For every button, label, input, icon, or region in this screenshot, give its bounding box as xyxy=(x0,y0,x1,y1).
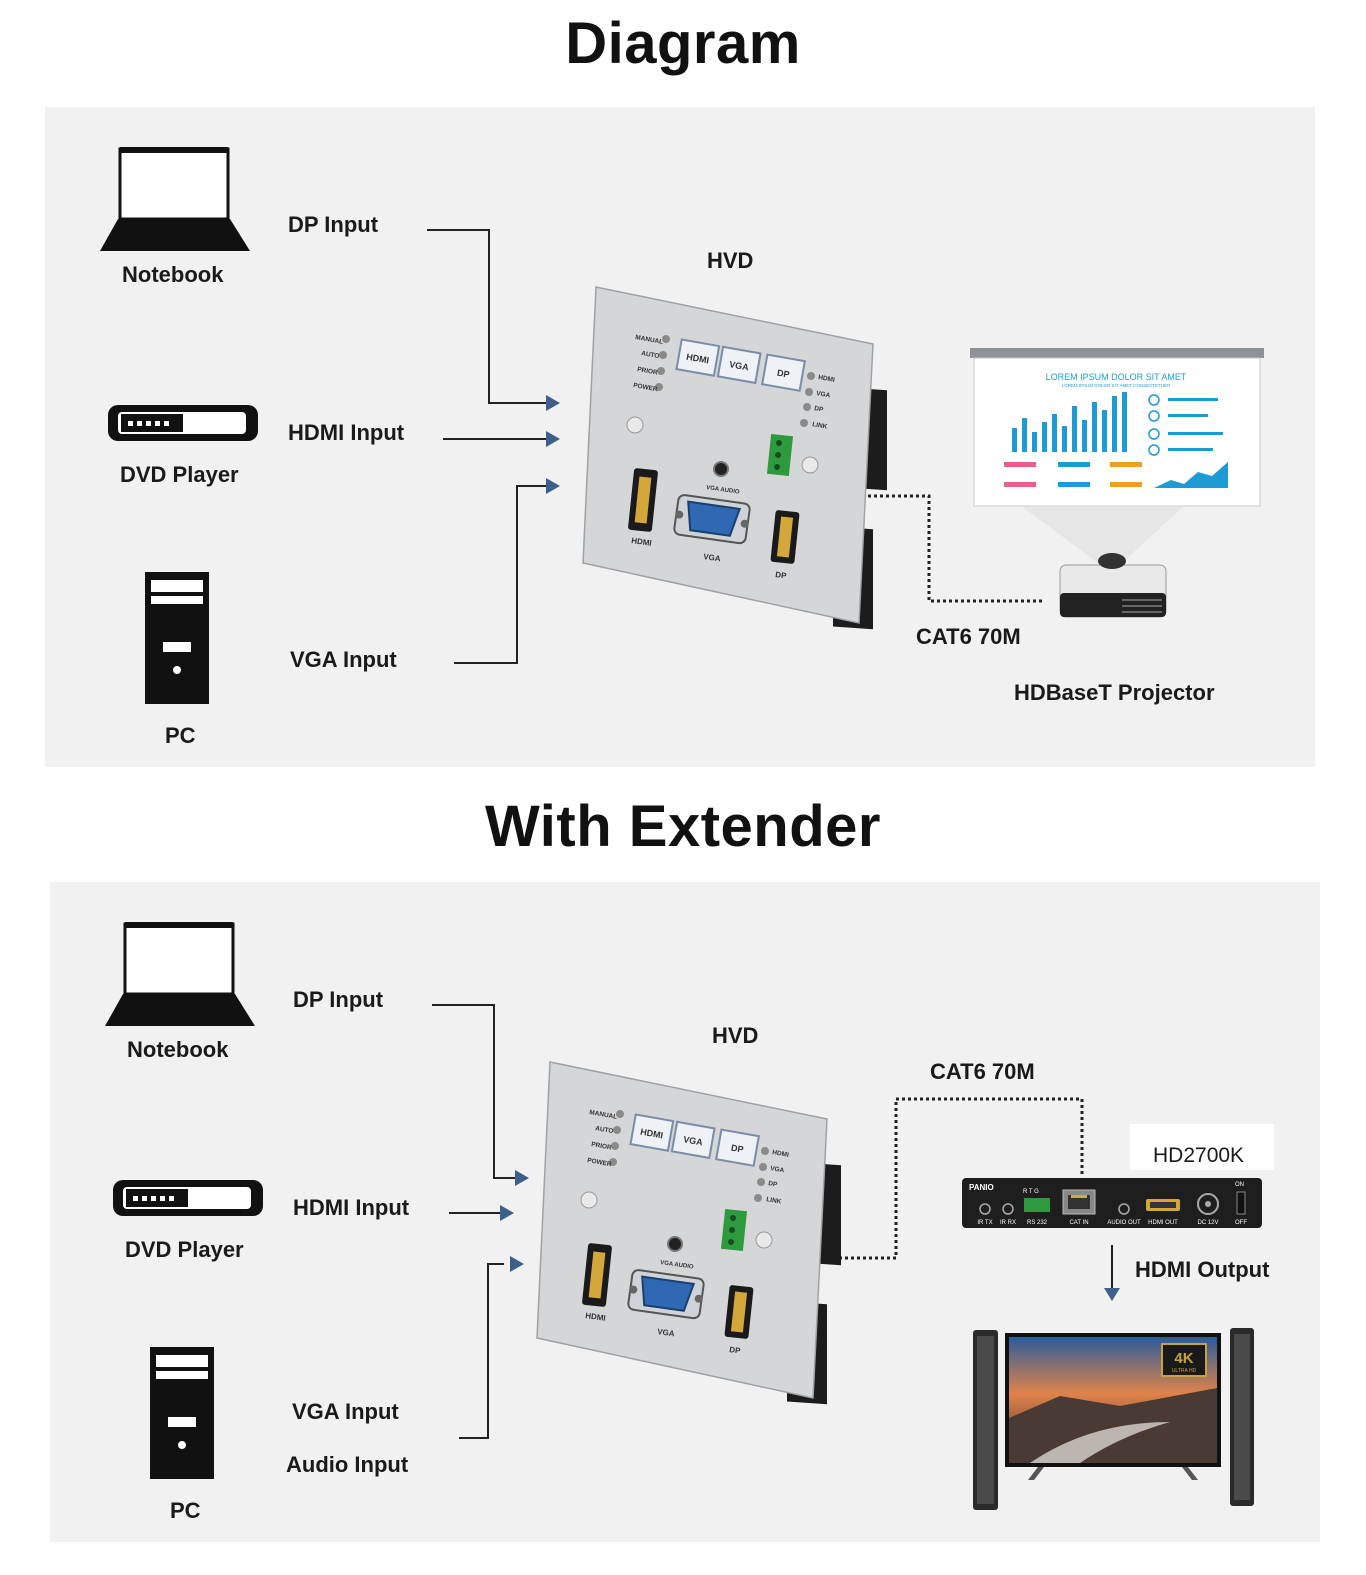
notebook-icon xyxy=(100,147,250,251)
svg-text:DP: DP xyxy=(775,570,788,581)
receiver-port-rs232: RS 232 xyxy=(1027,1220,1048,1226)
notebook-icon-2 xyxy=(105,922,255,1026)
receiver-port-off: OFF xyxy=(1235,1220,1247,1226)
receiver-model-label: HD2700K xyxy=(1153,1144,1245,1167)
svg-text:HDMI: HDMI xyxy=(631,536,653,548)
wall-plate-hvd: MANUAL AUTO PRIOR POWER HDMI VGA DP HDMI… xyxy=(582,286,888,630)
hvd-title-2: HVD xyxy=(712,1023,759,1048)
vga-input-label: VGA Input xyxy=(290,647,397,672)
svg-text:MANUAL: MANUAL xyxy=(635,334,664,346)
dvd-player-label-2: DVD Player xyxy=(125,1237,244,1262)
dvd-player-icon xyxy=(108,405,258,441)
pc-tower-icon xyxy=(145,572,209,704)
screen-title: LOREM IPSUM DOLOR SIT AMET xyxy=(1046,372,1187,382)
tv-with-speakers-icon: 4K ULTRA HD xyxy=(973,1328,1254,1510)
svg-text:VGA: VGA xyxy=(657,1327,676,1338)
svg-text:DP: DP xyxy=(729,1345,742,1356)
svg-text:HDMI: HDMI xyxy=(685,352,709,366)
svg-text:DP: DP xyxy=(776,368,790,380)
receiver-port-audioout: AUDIO OUT xyxy=(1107,1220,1141,1226)
receiver-model-box xyxy=(1130,1124,1274,1170)
svg-text:VGA AUDIO: VGA AUDIO xyxy=(706,485,740,496)
tv-badge-4k: 4K xyxy=(1174,1350,1193,1367)
dp-input-label: DP Input xyxy=(288,212,379,237)
receiver-port-catin: CAT IN xyxy=(1069,1220,1088,1226)
extender-heading: With Extender xyxy=(485,794,881,859)
hvd-title: HVD xyxy=(707,248,754,273)
projector-screen-icon: LOREM IPSUM DOLOR SIT AMET LOREM IPSUM D… xyxy=(970,348,1264,507)
svg-text:HDMI: HDMI xyxy=(818,374,836,384)
hdmi-output-label: HDMI Output xyxy=(1135,1257,1270,1282)
pc-label: PC xyxy=(165,723,196,748)
svg-text:AUTO: AUTO xyxy=(595,1125,614,1135)
cat6-cable-label-2: CAT6 70M xyxy=(930,1059,1035,1084)
screen-subtitle: LOREM IPSUM DOLOR SIT AMET CONSECTETUER xyxy=(1062,383,1172,388)
notebook-label: Notebook xyxy=(122,262,224,287)
svg-text:VGA: VGA xyxy=(683,1134,704,1147)
wall-plate-hvd-2-art: MANUAL AUTO PRIOR POWER HDMI VGA DP HDMI… xyxy=(536,1061,841,1405)
projector-icon xyxy=(1020,505,1185,618)
receiver-rtg-label: R T G xyxy=(1023,1189,1039,1195)
svg-text:VGA: VGA xyxy=(703,552,722,563)
svg-text:HDMI: HDMI xyxy=(585,1311,607,1323)
input-connector-lines xyxy=(427,229,1042,664)
svg-text:POWER: POWER xyxy=(587,1157,613,1168)
projector-label: HDBaseT Projector xyxy=(1014,680,1215,705)
svg-text:LINK: LINK xyxy=(766,1196,782,1206)
receiver-switch-on: ON xyxy=(1235,1182,1244,1188)
svg-text:PRIOR: PRIOR xyxy=(591,1141,613,1152)
svg-text:HDMI: HDMI xyxy=(772,1149,790,1159)
receiver-port-irtx: IR TX xyxy=(977,1220,992,1226)
svg-text:DP: DP xyxy=(730,1143,744,1155)
hdbaset-receiver-icon: PANIO R T G ON IR TX IR RX RS 232 CAT IN… xyxy=(962,1178,1262,1228)
svg-text:AUTO: AUTO xyxy=(641,350,660,360)
receiver-port-irrx: IR RX xyxy=(1000,1220,1016,1226)
pc-label-2: PC xyxy=(170,1498,201,1523)
dvd-player-label: DVD Player xyxy=(120,462,239,487)
audio-input-label-2: Audio Input xyxy=(286,1452,409,1477)
svg-text:DP: DP xyxy=(768,1180,779,1189)
receiver-port-hdmiout: HDMI OUT xyxy=(1148,1220,1178,1226)
vga-input-label-2: VGA Input xyxy=(292,1399,399,1424)
diagram-heading: Diagram xyxy=(565,11,801,76)
svg-text:VGA: VGA xyxy=(770,1165,785,1174)
dvd-player-icon-2 xyxy=(113,1180,263,1216)
svg-text:LINK: LINK xyxy=(812,421,828,431)
svg-text:PRIOR: PRIOR xyxy=(637,366,659,377)
svg-text:MANUAL: MANUAL xyxy=(589,1109,618,1121)
svg-text:VGA AUDIO: VGA AUDIO xyxy=(660,1260,694,1271)
receiver-port-dc12v: DC 12V xyxy=(1197,1220,1218,1226)
receiver-brand: PANIO xyxy=(969,1183,994,1192)
svg-text:DP: DP xyxy=(814,405,825,414)
notebook-label-2: Notebook xyxy=(127,1037,229,1062)
tv-badge-ultrahd: ULTRA HD xyxy=(1172,1368,1197,1374)
svg-text:POWER: POWER xyxy=(633,382,659,393)
svg-text:HDMI: HDMI xyxy=(639,1127,663,1141)
dp-input-label-2: DP Input xyxy=(293,987,384,1012)
cat6-cable-label: CAT6 70M xyxy=(916,624,1021,649)
wall-plate-hvd-2: MANUAL AUTO PRIOR POWER HDMI VGA DP HDMI… xyxy=(536,1061,842,1405)
svg-text:VGA: VGA xyxy=(816,390,831,399)
hdmi-input-label-2: HDMI Input xyxy=(293,1195,410,1220)
hdmi-input-label: HDMI Input xyxy=(288,420,405,445)
pc-tower-icon-2 xyxy=(150,1347,214,1479)
wall-plate-hvd-art: MANUAL AUTO PRIOR POWER HDMI VGA DP HDMI… xyxy=(582,286,887,630)
svg-text:VGA: VGA xyxy=(729,359,750,372)
